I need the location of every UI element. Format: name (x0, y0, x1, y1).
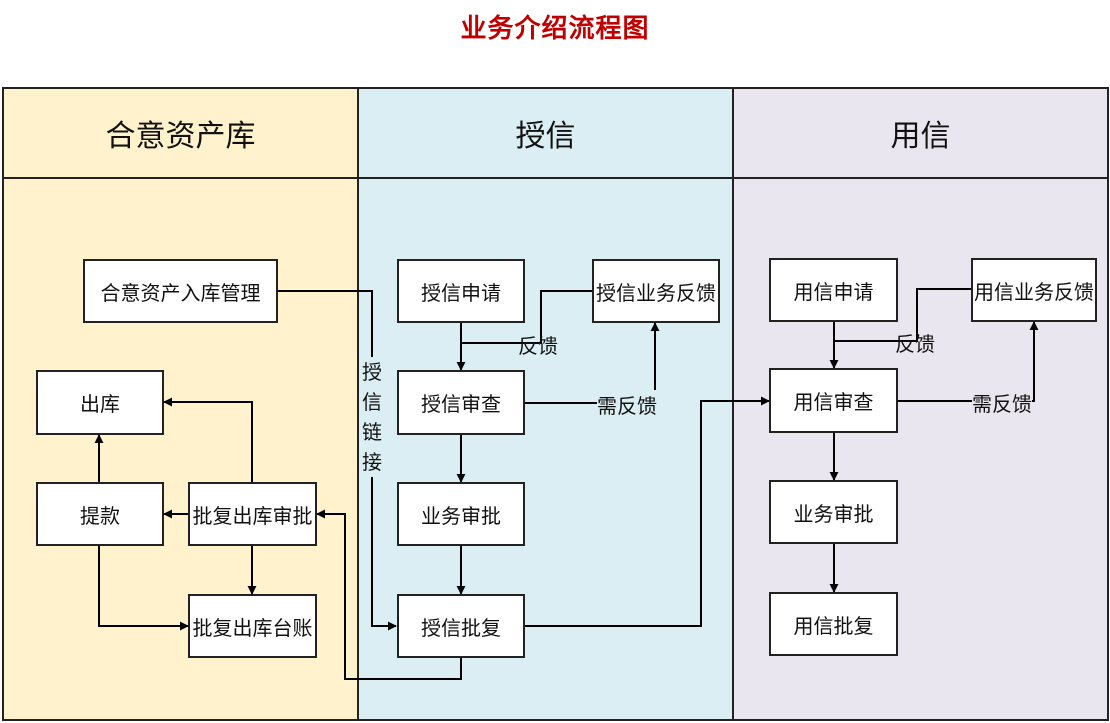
node-credit-feedback: 授信业务反馈 (592, 259, 720, 323)
node-business-approval-use: 业务审批 (769, 480, 898, 544)
node-credit-apply: 授信申请 (397, 259, 525, 323)
node-outbound: 出库 (36, 370, 164, 435)
edge-label-need-feedback-use: 需反馈 (972, 388, 1032, 417)
node-credit-review: 授信审查 (397, 370, 525, 435)
edge-label-need-feedback-credit: 需反馈 (597, 390, 657, 419)
lane-header-credit-use: 用信 (734, 89, 1107, 179)
node-use-reply: 用信批复 (769, 592, 898, 656)
node-approve-outbound: 批复出库审批 (188, 482, 317, 546)
node-business-approval-credit: 业务审批 (397, 482, 525, 546)
node-outbound-ledger: 批复出库台账 (188, 594, 317, 658)
node-use-apply: 用信申请 (769, 258, 898, 322)
page-title: 业务介绍流程图 (460, 14, 650, 44)
node-use-review: 用信审查 (769, 368, 898, 433)
lane-header-asset-library: 合意资产库 (4, 89, 357, 179)
node-use-feedback: 用信业务反馈 (971, 258, 1097, 322)
edge-label-feedback-use: 反馈 (895, 332, 935, 356)
edge-label-credit-link: 授信链接 (360, 357, 384, 477)
node-asset-entry-management: 合意资产入库管理 (83, 259, 278, 323)
node-credit-reply: 授信批复 (397, 594, 525, 658)
lane-header-credit: 授信 (359, 89, 732, 179)
edge-label-feedback-credit: 反馈 (518, 334, 558, 358)
node-withdraw: 提款 (36, 482, 164, 546)
